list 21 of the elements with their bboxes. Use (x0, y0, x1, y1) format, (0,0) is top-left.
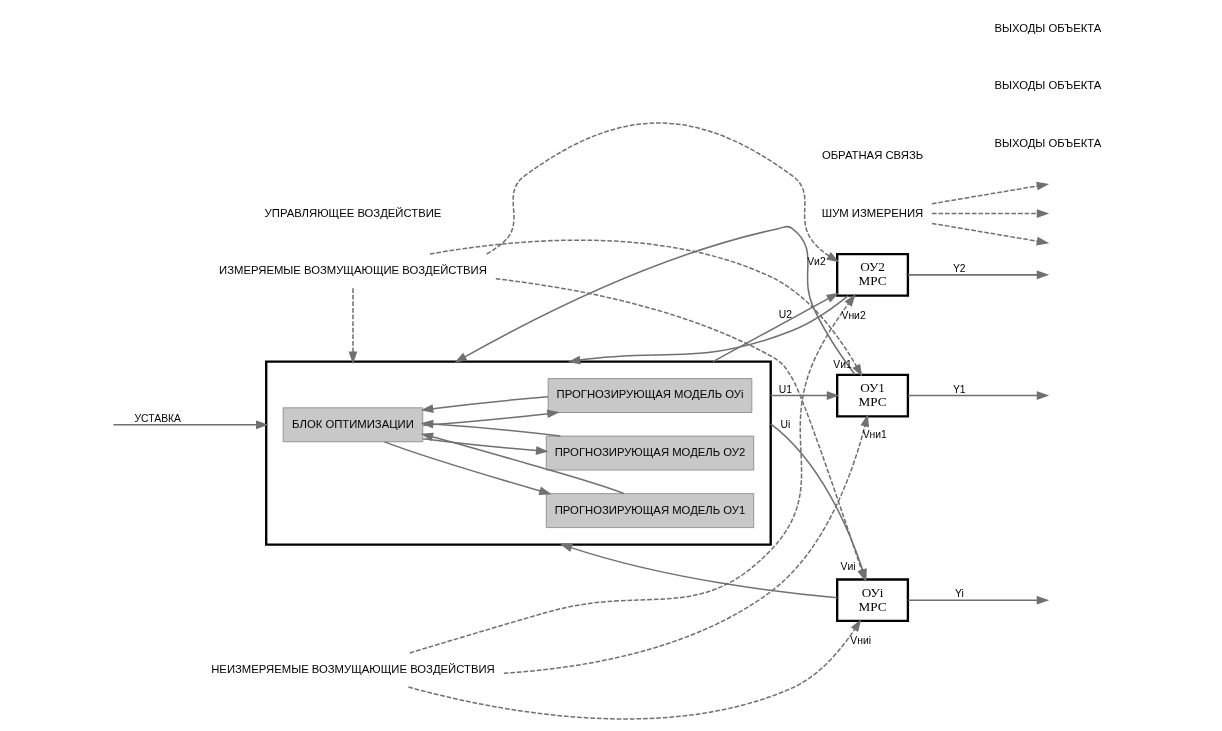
label: ВЫХОДЫ ОБЪЕКТА (994, 79, 1102, 92)
edge-label: Vиi (840, 560, 856, 572)
edge-label: Y1 (952, 383, 966, 395)
edge-label: Y2 (952, 262, 966, 274)
edge-label: Vи1 (833, 359, 852, 371)
edge-label: Vи2 (807, 255, 826, 267)
node-text: ШУМ ИЗМЕРЕНИЯ (821, 206, 924, 219)
label: ВЫХОДЫ ОБЪЕКТА (994, 21, 1102, 34)
edge-label: УСТАВКА (134, 412, 181, 424)
node-text: ИЗМЕРЯЕМЫЕ ВОЗМУЩАЮЩИЕ ВОЗДЕЙСТВИЯ (219, 264, 487, 277)
edge-label: Vни2 (841, 310, 866, 322)
edge-label: U2 (778, 309, 792, 321)
label: УПРАВЛЯЮЩЕЕ ВОЗДЕЙСТВИЕ (264, 206, 442, 219)
edge-label: Vниi (850, 635, 872, 647)
node-text: НЕИЗМЕРЯЕМЫЕ ВОЗМУЩАЮЩИЕ ВОЗДЕЙСТВИЯ (211, 662, 495, 675)
edge-label: U1 (778, 383, 792, 395)
label: ВЫХОДЫ ОБЪЕКТА (994, 136, 1102, 149)
edge-label: Yi (954, 588, 964, 600)
edge-label: Ui (780, 419, 791, 431)
edge-label: Vни1 (862, 429, 887, 441)
label: ОБРАТНАЯ СВЯЗЬ (821, 148, 924, 161)
